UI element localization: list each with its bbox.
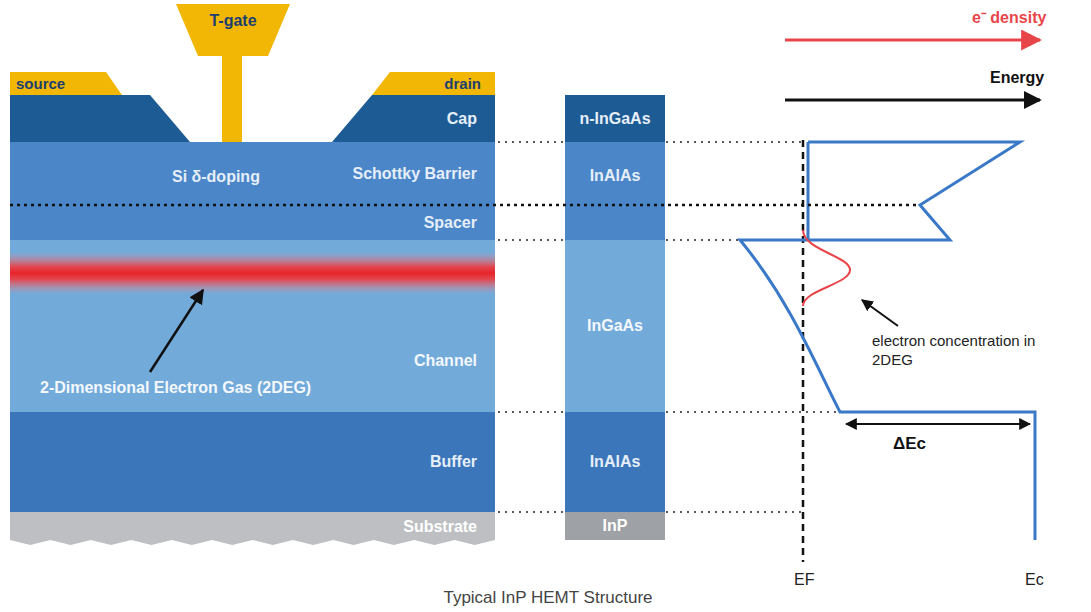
layer-outline <box>332 95 495 142</box>
layer-name: Schottky Barrier <box>353 165 478 183</box>
annotation-label: Si δ-doping <box>172 167 260 187</box>
layer-band: Spacer <box>10 205 495 240</box>
annotation-label: Energy <box>990 68 1044 88</box>
figure-caption: Typical InP HEMT Structure <box>443 588 652 608</box>
layer-band: InAlAs <box>565 142 665 240</box>
layer-shape: Cap <box>10 95 495 142</box>
layer-outline <box>10 95 190 142</box>
layer-name: InGaAs <box>587 317 643 335</box>
layer-band: InAlAs <box>565 412 665 512</box>
layer-band: Buffer <box>10 412 495 512</box>
doping-plane <box>10 204 920 207</box>
layer-name: n-InGaAs <box>579 110 650 128</box>
layer-name: T-gate <box>209 12 256 30</box>
layer-shape: Substrate <box>10 512 495 546</box>
layer-name: InAlAs <box>590 453 641 471</box>
level-lines <box>498 142 838 512</box>
layer-band: n-InGaAs <box>565 95 665 142</box>
layer-name: Buffer <box>430 453 477 471</box>
leader-arrow <box>862 300 898 326</box>
layer-name: Cap <box>447 110 477 128</box>
leader-arrow <box>150 290 203 372</box>
layer-outline <box>10 95 495 142</box>
layer-outline <box>372 72 495 95</box>
layer-name: Spacer <box>424 214 477 232</box>
layer-outline <box>10 512 495 545</box>
electron-gas <box>10 252 495 294</box>
layer-name: InAlAs <box>590 167 641 185</box>
layer-shape: source <box>10 72 122 95</box>
conduction-band <box>807 142 810 240</box>
axis-arrow <box>785 39 1040 42</box>
layer-shape: T-gate <box>176 4 290 142</box>
axis-arrow <box>785 99 1040 102</box>
annotation-label: Ec <box>1025 570 1044 590</box>
layer-band: InGaAs <box>565 240 665 412</box>
annotation-label: 2-Dimensional Electron Gas (2DEG) <box>40 378 311 398</box>
layer-name: InP <box>603 517 628 535</box>
density-curve <box>803 230 850 306</box>
layer-shape: drain <box>372 72 495 95</box>
layer-outline <box>176 4 290 142</box>
layer-name: drain <box>444 75 481 92</box>
annotation-label: ΔEc <box>893 433 926 454</box>
fermi-level <box>802 140 805 562</box>
layer-name: Channel <box>414 352 477 370</box>
layer-outline <box>10 72 122 95</box>
layer-name: Substrate <box>403 518 477 536</box>
delta-arrow <box>846 423 1030 425</box>
annotation-label: electron concentration in 2DEG <box>872 332 1077 370</box>
annotation-label: e⁻ density <box>972 8 1046 28</box>
layer-name: source <box>16 75 65 92</box>
layer-band: InP <box>565 512 665 540</box>
annotation-label: EF <box>794 570 814 590</box>
